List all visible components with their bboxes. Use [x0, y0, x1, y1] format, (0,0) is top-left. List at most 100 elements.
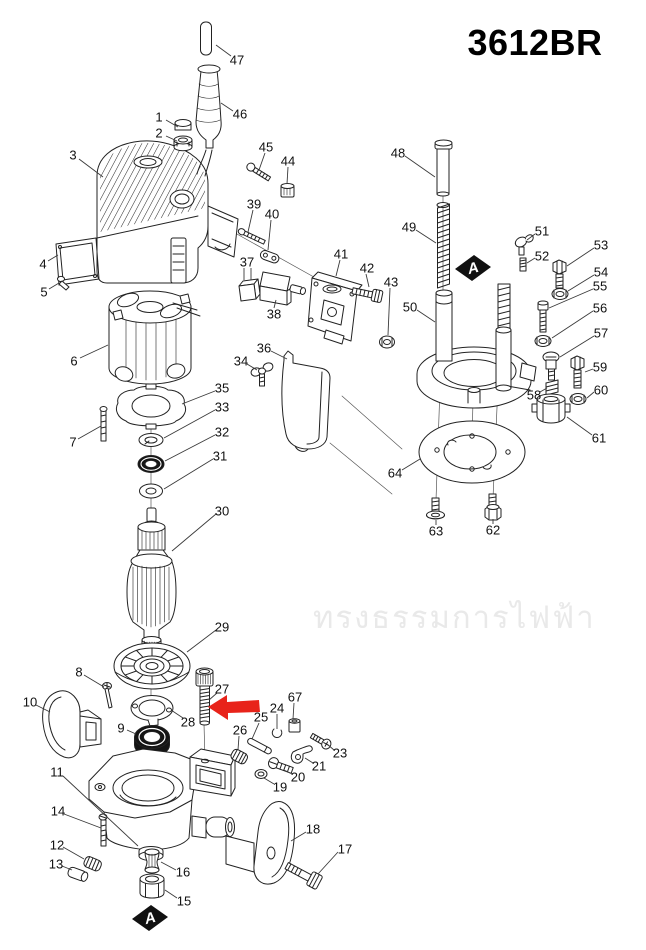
leader-line	[47, 254, 59, 262]
part-ring-24	[271, 728, 283, 739]
part-screw-7	[99, 406, 108, 442]
part-number-label: 18	[306, 822, 320, 837]
leader-line	[548, 288, 594, 309]
leader-line	[165, 119, 179, 128]
part-labels: 1234567891011121314151617181920212324252…	[23, 44, 608, 909]
part-baffle-28	[130, 695, 174, 727]
part-number-label: 50	[403, 300, 417, 315]
part-number-label: 60	[594, 383, 608, 398]
page-title: 3612BR	[467, 22, 602, 63]
part-ring-nut-2	[173, 135, 193, 152]
part-screw-63	[426, 497, 445, 520]
part-number-label: 6	[70, 354, 77, 369]
part-number-label: 67	[288, 690, 302, 705]
part-spring-58	[545, 379, 559, 396]
part-number-label: 47	[230, 53, 244, 68]
part-base-casting-11	[88, 748, 236, 861]
part-bracket-41	[307, 271, 363, 345]
part-screw-20	[268, 757, 294, 774]
part-number-label: 48	[391, 146, 405, 161]
part-number-label: 12	[50, 838, 64, 853]
part-cap-44	[280, 183, 295, 198]
part-number-label: 58	[527, 388, 541, 403]
leader-line	[83, 674, 105, 688]
part-number-label: 14	[51, 804, 65, 819]
logo-glyph: A	[465, 259, 481, 278]
part-clamp-nut-61	[531, 393, 571, 424]
leader-line	[77, 425, 102, 440]
part-number-label: 44	[281, 154, 295, 169]
part-number-label: 15	[177, 894, 191, 909]
part-number-label: 23	[333, 746, 347, 761]
leader-line	[283, 769, 293, 775]
part-number-label: 55	[593, 279, 607, 294]
part-knob-10	[42, 690, 102, 759]
part-number-label: 33	[215, 400, 229, 415]
leader-line	[251, 722, 260, 740]
part-number-label: 36	[257, 341, 271, 356]
part-number-label: 27	[215, 682, 229, 697]
part-number-label: 49	[402, 220, 416, 235]
part-number-label: 3	[69, 148, 76, 163]
part-number-label: 34	[234, 354, 248, 369]
leader-line	[208, 692, 218, 701]
part-collet-nut-15	[139, 873, 165, 899]
leader-line	[270, 350, 288, 360]
part-rod-48	[434, 139, 453, 197]
part-number-label: 51	[535, 224, 549, 239]
makita-diamond-logo: A	[455, 255, 491, 281]
leader-line	[160, 861, 177, 871]
part-number-label: 45	[259, 140, 273, 155]
leader-line	[586, 391, 595, 399]
part-number-label: 17	[338, 842, 352, 857]
part-base-ring	[416, 346, 537, 409]
part-pin-13	[67, 866, 89, 882]
part-number-label: 5	[40, 285, 47, 300]
part-nut-60	[569, 393, 587, 405]
part-ring-19	[254, 769, 268, 779]
part-number-label: 64	[388, 466, 402, 481]
part-switch-38	[259, 271, 307, 306]
part-number-label: 56	[593, 301, 607, 316]
leader-line	[186, 629, 217, 653]
leader-line	[171, 513, 217, 552]
part-screw-57	[542, 351, 560, 381]
leader-line	[35, 704, 51, 713]
logo-glyph: A	[142, 909, 158, 928]
part-number-label: 35	[215, 381, 229, 396]
leader-line	[551, 310, 594, 339]
leader-line	[292, 702, 295, 720]
part-number-label: 54	[594, 265, 608, 280]
leader-line	[258, 152, 266, 171]
part-number-label: 61	[592, 431, 606, 446]
makita-diamond-logo: A	[132, 905, 168, 931]
part-knob-18	[225, 801, 296, 885]
part-screw-62	[484, 493, 502, 521]
leader-line	[61, 865, 73, 871]
part-screw-55	[537, 300, 549, 333]
part-number-label: 20	[291, 770, 305, 785]
part-number-label: 57	[594, 326, 608, 341]
part-base-plate-64	[418, 420, 526, 484]
part-nut-54	[551, 288, 569, 300]
leader-line	[365, 273, 370, 288]
leader-line	[559, 335, 595, 358]
part-bolt-53	[552, 259, 567, 289]
part-nut-56	[534, 335, 552, 347]
part-spring-26	[230, 748, 248, 765]
diagram-art	[42, 21, 587, 899]
part-number-label: 38	[267, 307, 281, 322]
leader-line	[566, 416, 593, 436]
leader-line	[164, 434, 216, 462]
part-number-label: 11	[50, 765, 64, 780]
part-number-label: 39	[247, 197, 261, 212]
leader-line	[286, 166, 289, 185]
leader-line	[126, 729, 137, 735]
part-screw-23	[309, 732, 332, 750]
part-fan-29	[113, 642, 191, 690]
part-pin-25	[247, 737, 272, 755]
part-cord-guard-46	[195, 64, 222, 177]
part-plate-40	[259, 249, 280, 264]
part-number-label: 19	[273, 780, 287, 795]
